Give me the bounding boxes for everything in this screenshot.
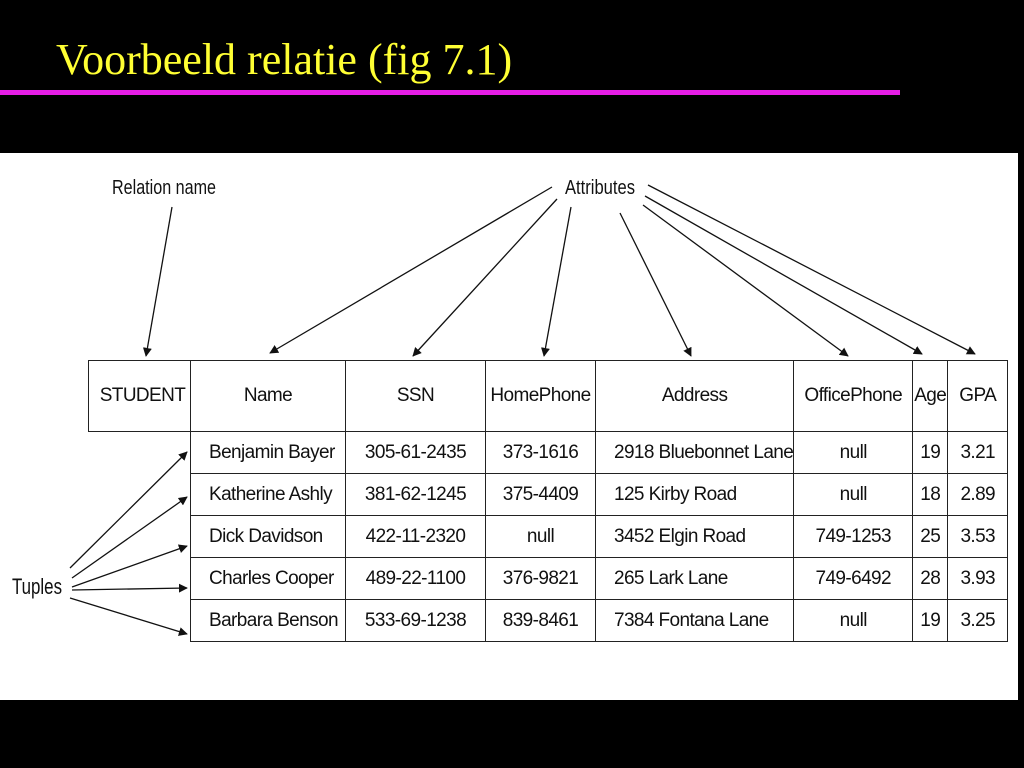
table-cell: 3.93	[947, 557, 1009, 600]
table-cell: null	[793, 473, 914, 516]
row-spacer	[88, 431, 191, 474]
table-cell: 28	[912, 557, 949, 600]
slide-title: Voorbeeld relatie (fig 7.1)	[56, 35, 513, 84]
title-divider	[0, 90, 900, 95]
table-cell: 3452 Elgin Road	[594, 515, 795, 558]
attribute-arrow-officephone	[642, 204, 849, 357]
relation-figure: Relation name Attributes Tuples STUDENT	[0, 153, 1018, 700]
column-header: OfficePhone	[793, 360, 914, 432]
row-spacer	[88, 473, 191, 516]
table-cell: 3.25	[947, 599, 1009, 642]
table-cell: Benjamin Bayer	[190, 431, 346, 474]
table-cell: 7384 Fontana Lane	[594, 599, 795, 642]
table-cell: 125 Kirby Road	[594, 473, 795, 516]
column-header: Address	[594, 360, 795, 432]
table-cell: 305-61-2435	[345, 431, 486, 474]
relation-name-arrow	[142, 206, 173, 357]
relation-name-label: Relation name	[112, 177, 216, 199]
table-cell: 373-1616	[485, 431, 596, 474]
table-cell: 25	[912, 515, 949, 558]
column-header: GPA	[947, 360, 1009, 432]
tuples-label: Tuples	[12, 574, 62, 599]
table-cell: 489-22-1100	[345, 557, 486, 600]
row-spacer	[88, 557, 191, 600]
attribute-arrow-name	[269, 186, 553, 354]
attribute-arrow-age	[644, 195, 923, 355]
column-header: SSN	[345, 360, 486, 432]
table-cell: Dick Davidson	[190, 515, 346, 558]
table-cell: null	[793, 431, 914, 474]
table-cell: 2918 Bluebonnet Lane	[594, 431, 795, 474]
table-cell: 839-8461	[485, 599, 596, 642]
attribute-arrow-homephone	[541, 206, 572, 357]
table-cell: 19	[912, 431, 949, 474]
table-cell: 375-4409	[485, 473, 596, 516]
table-cell: 381-62-1245	[345, 473, 486, 516]
attribute-arrow-gpa	[647, 184, 976, 355]
table-cell: 749-6492	[793, 557, 914, 600]
attribute-arrow-ssn	[412, 198, 558, 357]
table-cell: null	[793, 599, 914, 642]
table-cell: null	[485, 515, 596, 558]
table-header-row: STUDENT Name SSN HomePhone Address Offic…	[88, 360, 1009, 432]
attribute-arrow-address	[619, 212, 692, 357]
table-cell: 376-9821	[485, 557, 596, 600]
column-header: HomePhone	[485, 360, 596, 432]
column-header: Age	[912, 360, 949, 432]
table-cell: Charles Cooper	[190, 557, 346, 600]
row-spacer	[88, 515, 191, 558]
table-cell: 2.89	[947, 473, 1009, 516]
table-cell: Katherine Ashly	[190, 473, 346, 516]
table-cell: 18	[912, 473, 949, 516]
attributes-label: Attributes	[565, 177, 635, 199]
table-cell: Barbara Benson	[190, 599, 346, 642]
table-cell: 265 Lark Lane	[594, 557, 795, 600]
table-cell: 19	[912, 599, 949, 642]
row-spacer	[88, 599, 191, 642]
table-cell: 3.53	[947, 515, 1009, 558]
relation-table: STUDENT Name SSN HomePhone Address Offic…	[88, 360, 1009, 642]
column-header: Name	[190, 360, 346, 432]
table-cell: 3.21	[947, 431, 1009, 474]
relation-name-cell: STUDENT	[88, 360, 191, 432]
table-cell: 533-69-1238	[345, 599, 486, 642]
table-cell: 749-1253	[793, 515, 914, 558]
table-cell: 422-11-2320	[345, 515, 486, 558]
annotation-arrows: Relation name Attributes Tuples	[12, 177, 976, 636]
